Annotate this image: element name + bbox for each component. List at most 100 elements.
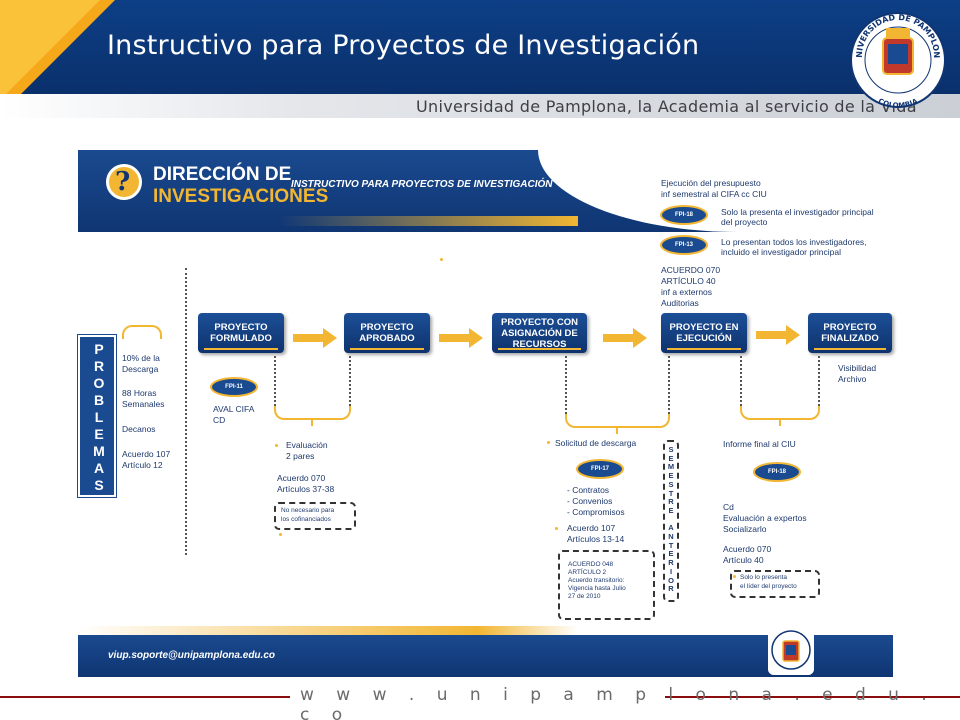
transitory-line: 27 de 2010 <box>568 593 601 600</box>
problemas-item: 10% de la <box>122 353 160 363</box>
header-gold-corner-highlight <box>0 0 100 100</box>
note-box-lider <box>730 570 820 598</box>
problemas-letter: S <box>94 477 104 493</box>
separator-line <box>185 268 187 555</box>
arrow-right-icon <box>293 328 337 348</box>
connector-line <box>668 356 670 414</box>
note-box-cofinanciados <box>274 502 356 530</box>
problemas-item: Artículo 12 <box>122 460 163 470</box>
connector-line <box>349 356 351 406</box>
problemas-item: Decanos <box>122 424 156 434</box>
brace <box>274 406 351 420</box>
problemas-letter: M <box>93 443 105 459</box>
cd-label: Cd <box>723 502 734 512</box>
brand-line-1: DIRECCIÓN DE <box>153 164 292 185</box>
transitory-line: Vigencia hasta Julio <box>568 585 626 592</box>
acuerdo-107: Acuerdo 107 <box>567 523 616 533</box>
note-line: Solo lo presenta <box>740 574 787 581</box>
solicitud-descarga: Solicitud de descarga <box>555 438 637 448</box>
problemas-letter: B <box>93 392 105 408</box>
stage-aprobado: PROYECTO APROBADO <box>344 313 430 353</box>
convenios: - Convenios <box>567 496 613 506</box>
connector-line <box>818 356 820 406</box>
problemas-letter: P <box>94 341 104 357</box>
aval-cd: CD <box>213 415 226 425</box>
brace <box>565 414 670 428</box>
note-line: los cofinanciados <box>281 516 331 523</box>
slide-subtitle: Universidad de Pamplona, la Academia al … <box>416 97 917 116</box>
bullet-dot <box>279 533 282 536</box>
acuerdo-070: ACUERDO 070 <box>661 265 721 275</box>
footer-seal-icon <box>768 625 814 675</box>
bullet-dot <box>547 441 550 444</box>
socializarlo: Socializarlo <box>723 524 767 534</box>
acuerdo-070: Acuerdo 070 <box>277 473 326 483</box>
university-url: w w w . u n i p a m p l o n a . e d u . … <box>300 685 936 720</box>
card-footer-gold-stripe <box>78 626 578 636</box>
auditorias: Auditorias <box>661 298 699 308</box>
problemas-letter: R <box>93 358 105 374</box>
form-badge-fpi18: FPI-18 <box>660 205 708 225</box>
fpi13-desc: Lo presentan todos los investigadores, <box>721 237 867 247</box>
footer-line-right <box>665 696 960 698</box>
question-mark-icon: ? <box>115 167 131 197</box>
stage-formulado: PROYECTO FORMULADO <box>198 313 284 353</box>
connector-line <box>565 356 567 414</box>
problemas-letter: E <box>94 426 104 442</box>
card-footer <box>78 635 893 677</box>
problemas-letter: O <box>93 375 105 391</box>
articulo-40-final: Artículo 40 <box>723 555 764 565</box>
brace-nub <box>311 420 313 426</box>
form-badge-fpi18-final: FPI-18 <box>753 462 801 482</box>
transitory-line: Acuerdo transitorio: <box>568 577 625 584</box>
problemas-box: P R O B L E M A S <box>78 335 116 497</box>
problemas-letter: A <box>93 460 105 476</box>
stage-finalizado: PROYECTO FINALIZADO <box>808 313 892 353</box>
slide-header <box>0 0 960 100</box>
card-header-gold-stripe <box>278 216 578 226</box>
brace-nub <box>616 428 618 434</box>
problemas-item: Acuerdo 107 <box>122 449 171 459</box>
arrow-right-icon <box>439 328 483 348</box>
problemas-item: Semanales <box>122 399 165 409</box>
note-line: No necesario para <box>281 507 335 514</box>
acuerdo-070-final: Acuerdo 070 <box>723 544 772 554</box>
evaluacion-label: Evaluación <box>286 440 328 450</box>
university-seal-icon: UNIVERSIDAD DE PAMPLONA COLOMBIA <box>848 4 946 110</box>
slide-title: Instructivo para Proyectos de Investigac… <box>107 30 700 61</box>
problemas-brace <box>122 325 162 339</box>
articulo-40: ARTÍCULO 40 <box>661 276 716 286</box>
subtitle-bar <box>0 94 960 118</box>
arrow-right-icon <box>756 325 800 345</box>
fpi18-desc: Solo la presenta el investigador princip… <box>721 207 874 217</box>
inf-externos: inf a externos <box>661 287 713 297</box>
ejecucion-presupuesto: Ejecución del presupuesto <box>661 178 761 188</box>
contratos: - Contratos <box>567 485 610 495</box>
diagram-card: ? DIRECCIÓN DE INVESTIGACIONES INSTRUCTI… <box>78 150 893 677</box>
transitory-line: ARTÍCULO 2 <box>568 569 607 576</box>
articulos-13-14: Artículos 13-14 <box>567 534 625 544</box>
note-line: el líder del proyecto <box>740 583 797 590</box>
brand-line-2: INVESTIGACIONES <box>153 186 329 207</box>
bullet-dot <box>440 258 443 261</box>
bullet-dot <box>555 527 558 530</box>
instructivo-heading: INSTRUCTIVO PARA PROYECTOS DE INVESTIGAC… <box>291 179 553 190</box>
transitory-agreement-box <box>558 550 655 620</box>
informe-final: Informe final al CIU <box>723 439 796 449</box>
support-email: viup.soporte@unipamplona.edu.co <box>108 650 275 661</box>
direccion-logo <box>106 164 142 200</box>
brace-nub <box>779 420 781 426</box>
connector-line <box>274 356 276 406</box>
form-badge-fpi13: FPI-13 <box>660 235 708 255</box>
articulos-37-38: Artículos 37-38 <box>277 484 335 494</box>
informe-semestral: inf semestral al CIFA cc CIU <box>661 189 767 199</box>
footer-line-left <box>0 696 290 698</box>
bullet-dot <box>275 444 278 447</box>
form-badge-fpi17: FPI-17 <box>576 459 624 479</box>
problemas-item: 88 Horas <box>122 388 157 398</box>
brace <box>740 406 820 420</box>
compromisos: - Compromisos <box>567 507 625 517</box>
stage-ejecucion: PROYECTO EN EJECUCIÓN <box>661 313 747 353</box>
evaluacion-pares: 2 pares <box>286 451 315 461</box>
